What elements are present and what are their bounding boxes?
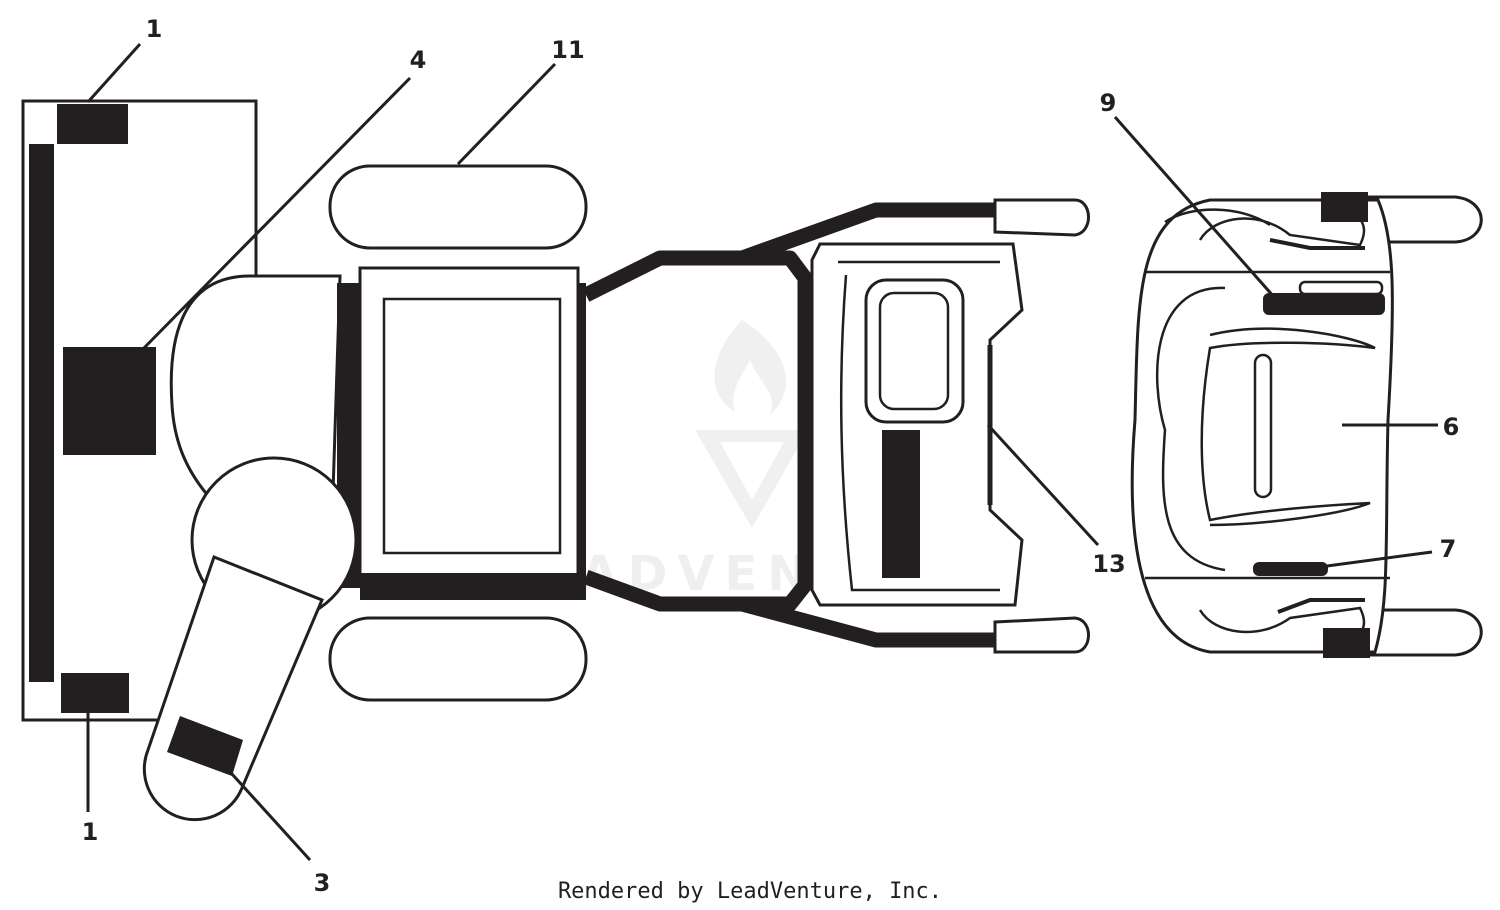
leader-1-top — [86, 42, 142, 104]
grip-upper — [993, 198, 1090, 237]
seat-base-bar — [360, 573, 586, 600]
decal-1-top — [57, 104, 128, 144]
callout-7: 7 — [1440, 535, 1457, 563]
mower-top-view — [21, 99, 1090, 822]
housing-cover — [1200, 327, 1376, 527]
leader-7 — [1326, 550, 1433, 568]
decal-3 — [167, 716, 243, 776]
callout-9: 9 — [1100, 89, 1117, 117]
housing-front-view — [1130, 192, 1483, 658]
grip-lower — [993, 616, 1090, 654]
decal-1-bottom — [61, 673, 129, 713]
leader-lines — [86, 42, 1438, 862]
tire-lower — [328, 616, 588, 702]
callout-labels: 1 1 3 4 6 7 9 11 13 — [82, 15, 1460, 897]
callout-13: 13 — [1092, 550, 1125, 578]
handle-crossbar — [742, 250, 813, 612]
callout-4: 4 — [410, 46, 427, 74]
leader-13 — [986, 423, 1100, 547]
console-display-frame — [864, 278, 965, 424]
leader-11 — [456, 62, 557, 166]
seat-cushion — [382, 297, 562, 555]
console-display — [878, 291, 950, 411]
handle-clamp-upper — [1321, 192, 1368, 222]
leader-4 — [140, 76, 412, 352]
leader-3 — [210, 750, 312, 862]
deck-front-strip — [29, 144, 54, 682]
callout-11: 11 — [551, 36, 584, 64]
decal-9 — [1263, 293, 1385, 315]
console-decal — [882, 430, 920, 578]
lower-brace — [1277, 598, 1365, 614]
console-inner-edge — [839, 274, 1000, 592]
handle-clamp-lower — [1323, 628, 1370, 658]
decal-9-slot — [1298, 280, 1384, 296]
decal-7 — [1253, 562, 1328, 576]
housing-inner-curve — [1155, 286, 1226, 572]
callout-1-bottom: 1 — [82, 818, 99, 846]
decal-4 — [63, 347, 156, 455]
footer-credit: Rendered by LeadVenture, Inc. — [558, 879, 942, 904]
leader-9 — [1113, 116, 1284, 307]
upper-brace — [1269, 238, 1365, 250]
tire-upper — [328, 164, 588, 250]
callout-6: 6 — [1443, 413, 1460, 441]
callout-1-top: 1 — [146, 15, 163, 43]
seat — [358, 266, 580, 588]
cover-handle-slot — [1253, 353, 1273, 499]
callout-3: 3 — [314, 869, 331, 897]
